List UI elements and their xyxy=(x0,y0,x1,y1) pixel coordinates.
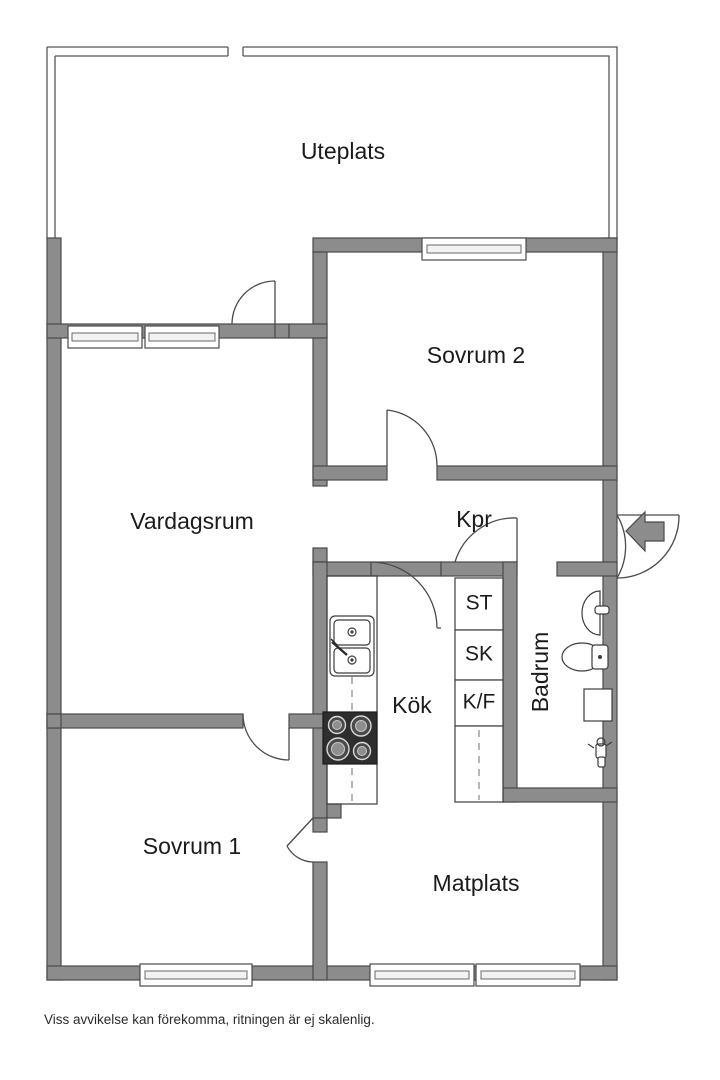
win-vardagsrum-left-b xyxy=(144,325,220,349)
wall-badrum-west xyxy=(502,561,518,803)
four-burner-stove xyxy=(322,711,378,765)
washing-machine xyxy=(583,688,613,722)
entrance-door xyxy=(616,510,680,579)
wall-kok-north xyxy=(312,561,442,577)
wash-basin xyxy=(581,590,610,636)
room-label-vardagsrum: Vardagsrum xyxy=(130,508,254,534)
room-label-uteplats: Uteplats xyxy=(301,138,385,164)
closet-box-kf xyxy=(454,679,504,727)
sovrum1-door xyxy=(242,713,290,761)
room-label-sovrum1: Sovrum 1 xyxy=(143,833,241,859)
win-vardagsrum-left-a xyxy=(67,325,143,349)
closet-label-sk: SK xyxy=(465,643,493,666)
win-matplats-south-b xyxy=(475,963,581,987)
wall-kok-south-stub xyxy=(326,803,342,819)
kok-door xyxy=(370,561,441,629)
room-label-badrum: Badrum xyxy=(527,632,553,713)
closet-column: ST SK K/F xyxy=(454,577,504,803)
patio-outline xyxy=(46,46,618,240)
kitchen-fixtures xyxy=(322,575,378,805)
plan-caption: Viss avvikelse kan förekomma, ritningen … xyxy=(44,1012,375,1027)
closet-box-open xyxy=(454,725,504,803)
room-label-matplats: Matplats xyxy=(433,870,520,896)
patio-door xyxy=(231,280,276,325)
wall-nub-west xyxy=(46,713,62,729)
wall-sovrum1-east-top xyxy=(312,817,328,833)
wall-sovrum1-north xyxy=(46,713,244,729)
wall-sovrum2-west xyxy=(312,337,328,487)
bathroom-fixtures xyxy=(561,590,613,768)
doors xyxy=(231,280,680,863)
matplats-door xyxy=(286,817,314,863)
sovrum2-door xyxy=(386,409,438,467)
room-label-kok: Kök xyxy=(392,692,432,718)
entry-direction-arrow xyxy=(625,510,665,553)
toilet xyxy=(561,642,609,672)
win-matplats-south-a xyxy=(369,963,475,987)
closet-box-sk xyxy=(454,629,504,681)
wall-north-left-jog xyxy=(274,323,290,339)
win-sovrum2-north xyxy=(421,237,527,261)
wall-west xyxy=(46,237,62,981)
badrum-door xyxy=(454,517,518,563)
win-sovrum1-south xyxy=(139,963,253,987)
closet-box-st xyxy=(454,577,504,631)
wall-sovrum2-south-b xyxy=(436,465,618,481)
wall-sovrum1-north-b xyxy=(288,713,328,729)
closet-label-st: ST xyxy=(466,592,493,615)
closet-label-kf: K/F xyxy=(463,691,496,714)
wall-north-left-connect xyxy=(288,323,328,339)
wall-kpr-corner-west xyxy=(312,547,328,563)
double-basin-sink xyxy=(329,615,375,677)
wall-sovrum1-east xyxy=(312,861,328,981)
room-labels: Uteplats Sovrum 2 Vardagsrum Kpr Kök Bad… xyxy=(130,138,553,896)
wall-badrum-north xyxy=(556,561,618,577)
windows xyxy=(67,237,581,987)
kitchen-counter xyxy=(326,575,378,805)
wall-badrum-south xyxy=(502,787,618,803)
wall-sovrum2-south-a xyxy=(312,465,388,481)
room-label-kpr: Kpr xyxy=(456,506,492,532)
room-label-sovrum2: Sovrum 2 xyxy=(427,342,525,368)
wall-kok-west xyxy=(312,561,328,819)
shower-mixer xyxy=(587,737,613,768)
